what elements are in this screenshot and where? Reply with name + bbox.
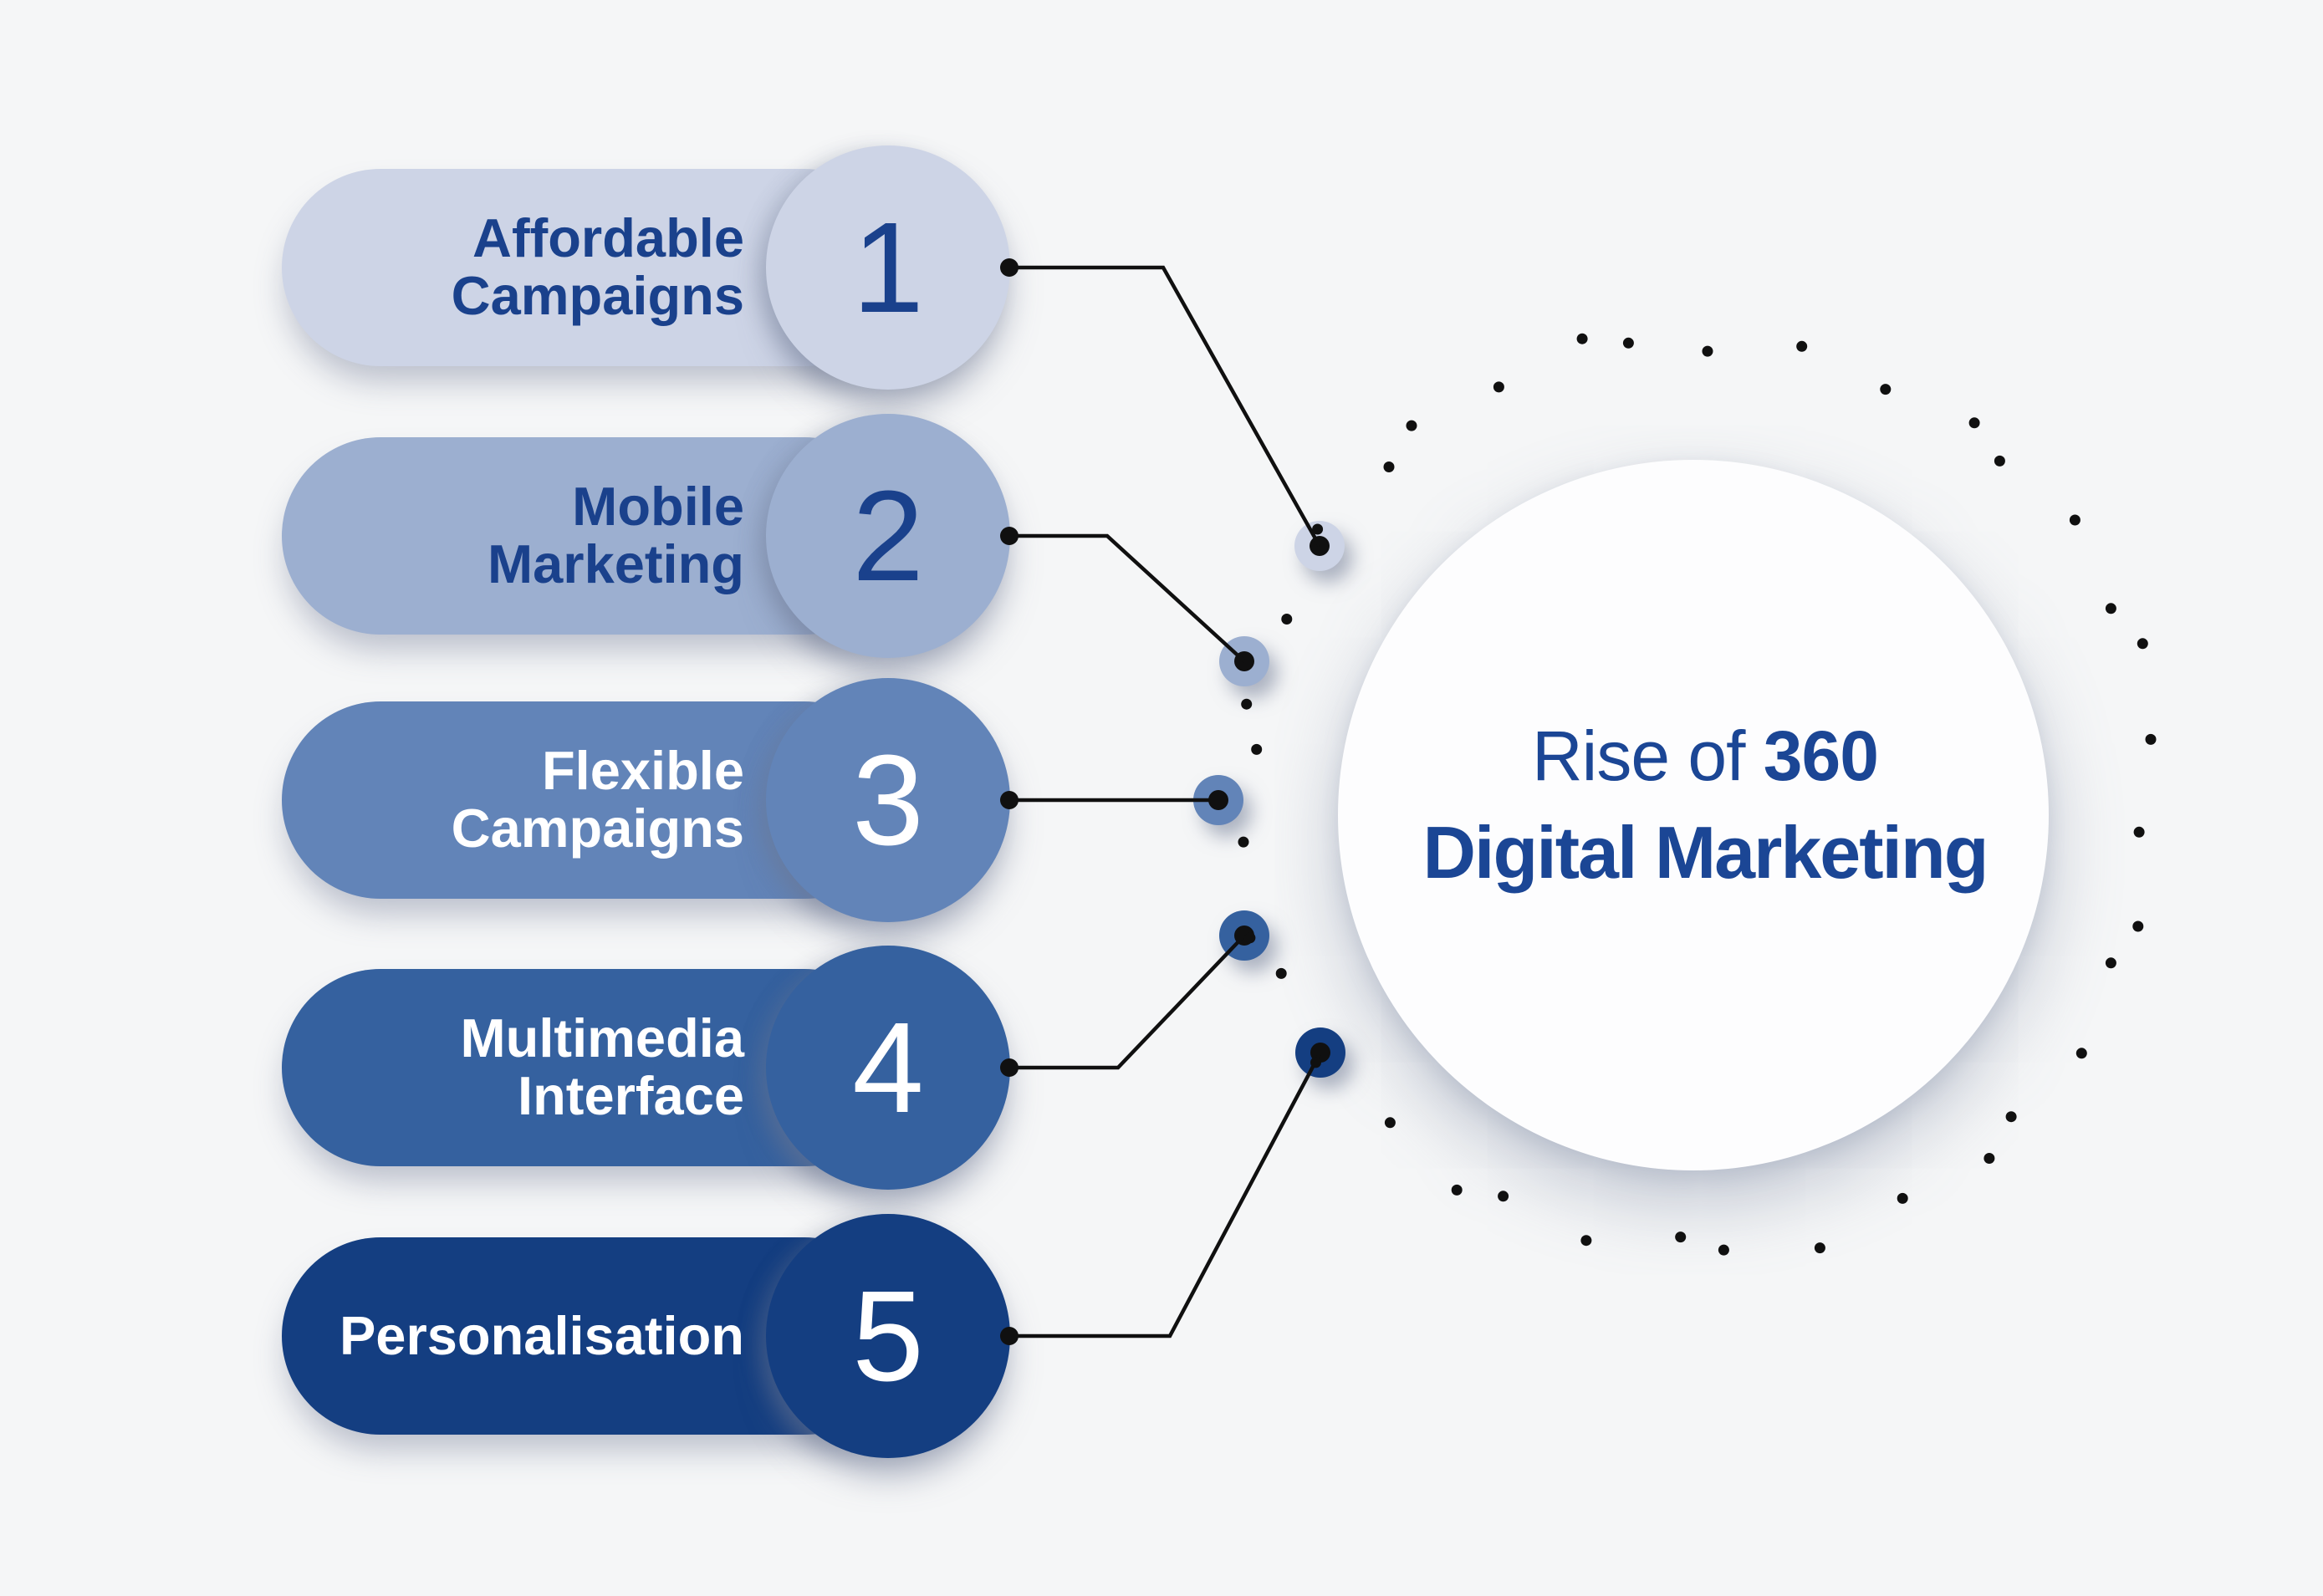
connector-start-dot-4 <box>1000 1058 1019 1077</box>
item-label-4-line1: Multimedia <box>460 1007 744 1069</box>
connector-endpoint-1 <box>1294 521 1345 571</box>
item-number-4: 4 <box>852 996 924 1140</box>
ring-dot <box>1576 333 1588 344</box>
ring-dot <box>1275 967 1287 979</box>
connector-line-5 <box>1009 1051 1322 1338</box>
title-line-1: Rise of 360 <box>1423 716 1988 797</box>
ring-dot <box>1897 1192 1908 1204</box>
ring-dot <box>1451 1184 1463 1196</box>
item-label-2: Mobile Marketing <box>487 476 744 594</box>
connector-line-2 <box>1009 533 1246 663</box>
item-number-circle-3: 3 <box>766 678 1010 922</box>
ring-dot <box>1994 455 2005 467</box>
connector-start-dot-1 <box>1000 258 1019 277</box>
connector-endpoint-dot-2 <box>1234 651 1254 671</box>
item-number-circle-2: 2 <box>766 414 1010 658</box>
title-line1-regular: Rise of <box>1532 716 1764 795</box>
ring-dot <box>2069 514 2080 526</box>
item-label-1-line1: Affordable <box>472 207 744 269</box>
ring-dot <box>1493 381 1504 393</box>
connector-endpoint-dot-1 <box>1310 536 1330 556</box>
ring-dot <box>1580 1235 1592 1247</box>
ring-dot <box>1241 698 1253 710</box>
item-label-2-line1: Mobile <box>572 476 744 538</box>
connector-endpoint-dot-3 <box>1208 790 1228 810</box>
ring-dot <box>2133 826 2145 838</box>
ring-dot <box>1498 1191 1509 1202</box>
item-label-3: Flexible Campaigns <box>452 742 744 858</box>
ring-dot <box>2132 920 2144 932</box>
ring-dot <box>2105 603 2116 614</box>
hero-circle: Rise of 360 Digital Marketing <box>1338 460 2049 1170</box>
connector-endpoint-3 <box>1193 775 1243 825</box>
item-label-2-line2: Marketing <box>487 533 744 594</box>
title-line1-bold: 360 <box>1763 716 1879 795</box>
connector-endpoint-5 <box>1295 1027 1345 1078</box>
page-title: Rise of 360 Digital Marketing <box>1422 716 1989 895</box>
ring-dot <box>2075 1048 2087 1059</box>
connector-line-1 <box>1009 265 1321 548</box>
ring-dot <box>1880 384 1892 395</box>
connector-start-dot-3 <box>1000 791 1019 809</box>
ring-dot <box>1384 1117 1396 1129</box>
ring-dot <box>1383 461 1395 472</box>
connector-endpoint-dot-5 <box>1310 1043 1330 1063</box>
item-label-1: Affordable Campaigns <box>451 207 744 326</box>
connector-line-4 <box>1009 934 1246 1070</box>
title-line-2: Digital Marketing <box>1422 810 1989 894</box>
item-number-circle-1: 1 <box>766 145 1010 390</box>
ring-dot <box>1968 417 1980 429</box>
ring-dot <box>1622 337 1634 349</box>
ring-dot <box>1675 1231 1687 1243</box>
ring-dot <box>1251 743 1263 755</box>
connector-endpoint-2 <box>1219 636 1269 686</box>
item-label-5: Personalisation <box>339 1304 744 1366</box>
item-label-4-line2: Interface <box>518 1065 744 1126</box>
ring-dot <box>1718 1244 1729 1256</box>
item-label-1-line2: Campaigns <box>451 265 744 326</box>
connector-start-dot-2 <box>1000 527 1019 545</box>
connector-endpoint-dot-4 <box>1234 925 1254 946</box>
ring-dot <box>1983 1153 1995 1164</box>
item-label-3-line2: Campaigns <box>451 798 744 859</box>
item-label-5-line1: Personalisation <box>339 1304 744 1366</box>
item-number-circle-5: 5 <box>766 1214 1010 1458</box>
item-number-5: 5 <box>852 1264 924 1408</box>
ring-dot <box>2105 957 2116 969</box>
ring-dot <box>1281 614 1293 625</box>
connector-start-dot-5 <box>1000 1327 1019 1345</box>
ring-dot <box>1406 420 1417 431</box>
ring-dot <box>1238 836 1249 848</box>
ring-dot <box>1814 1242 1825 1254</box>
ring-dot <box>2145 733 2157 745</box>
item-number-circle-4: 4 <box>766 946 1010 1190</box>
ring-dot <box>2137 638 2148 650</box>
item-number-2: 2 <box>852 464 924 608</box>
connector-endpoint-4 <box>1219 910 1269 961</box>
item-label-4: Multimedia Interface <box>460 1007 744 1126</box>
ring-dot <box>1796 340 1808 352</box>
ring-dot <box>2005 1111 2017 1123</box>
ring-dot <box>1702 345 1713 357</box>
item-number-3: 3 <box>852 728 924 872</box>
item-label-3-line1: Flexible <box>541 740 744 802</box>
item-number-1: 1 <box>852 196 924 339</box>
